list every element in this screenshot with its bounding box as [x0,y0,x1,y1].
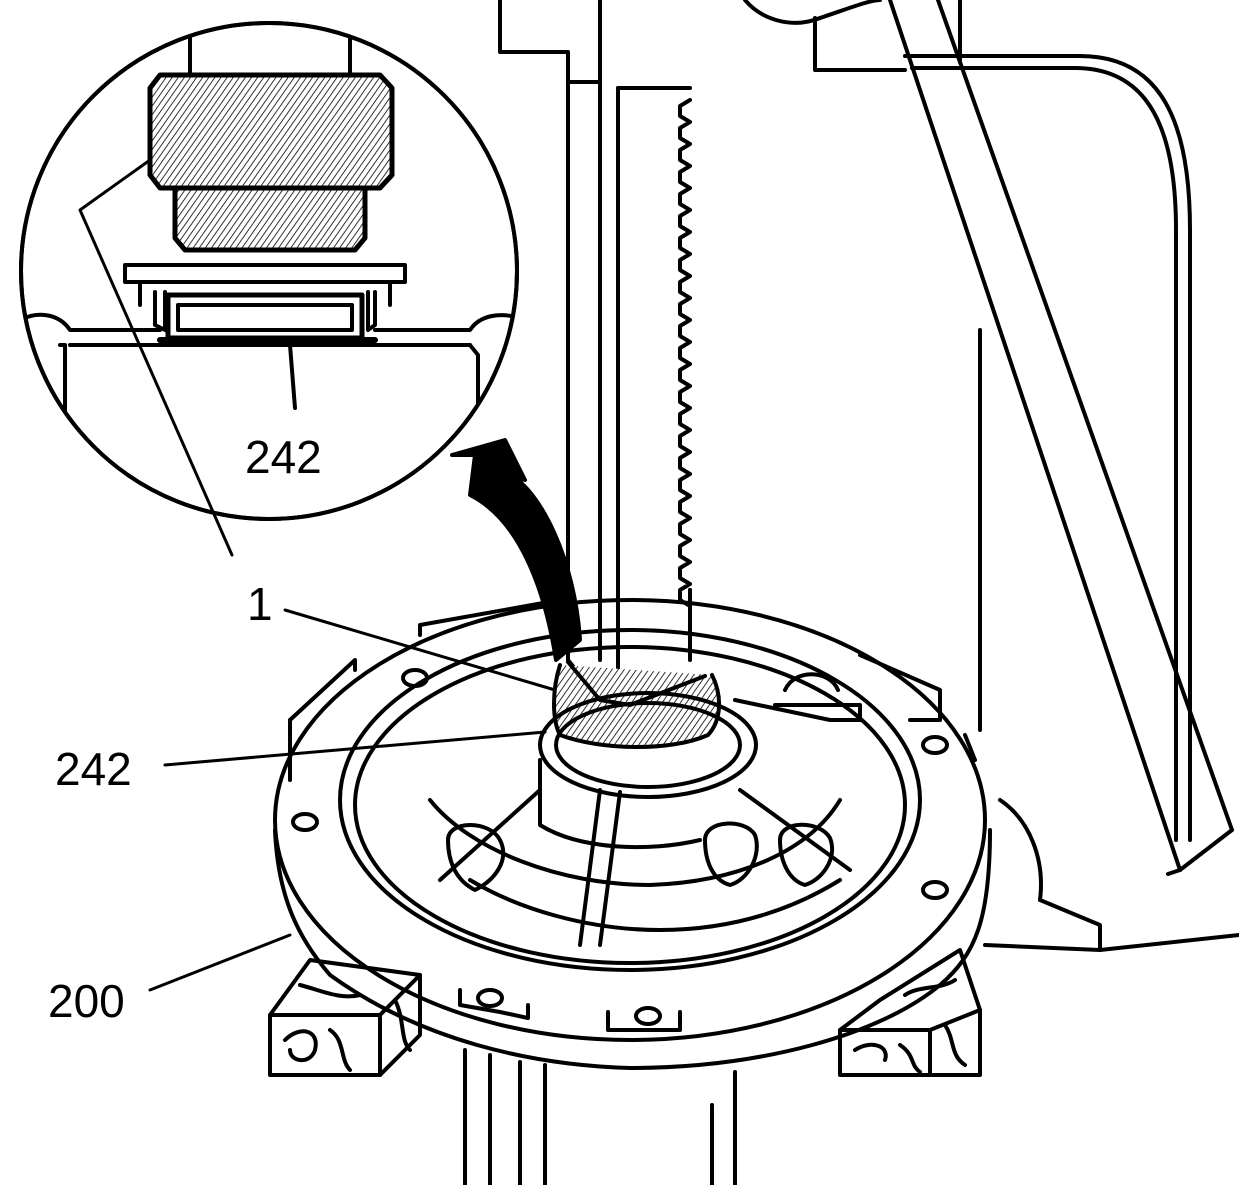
press-base-posts [463,1048,737,1185]
press-ram [598,80,692,692]
leader-lines [78,158,557,992]
detail-arrow [450,438,582,662]
press-frame [498,0,1239,952]
wood-block-left [268,958,422,1077]
oil-pump-body [273,598,992,1070]
callout-242-seal: 242 [55,743,132,795]
callout-1-tool: 1 [247,578,273,630]
callout-242-inset: 242 [245,431,322,483]
wood-block-right [838,948,982,1077]
inset-detail-view [19,21,519,521]
callout-200-pump: 200 [48,975,125,1027]
